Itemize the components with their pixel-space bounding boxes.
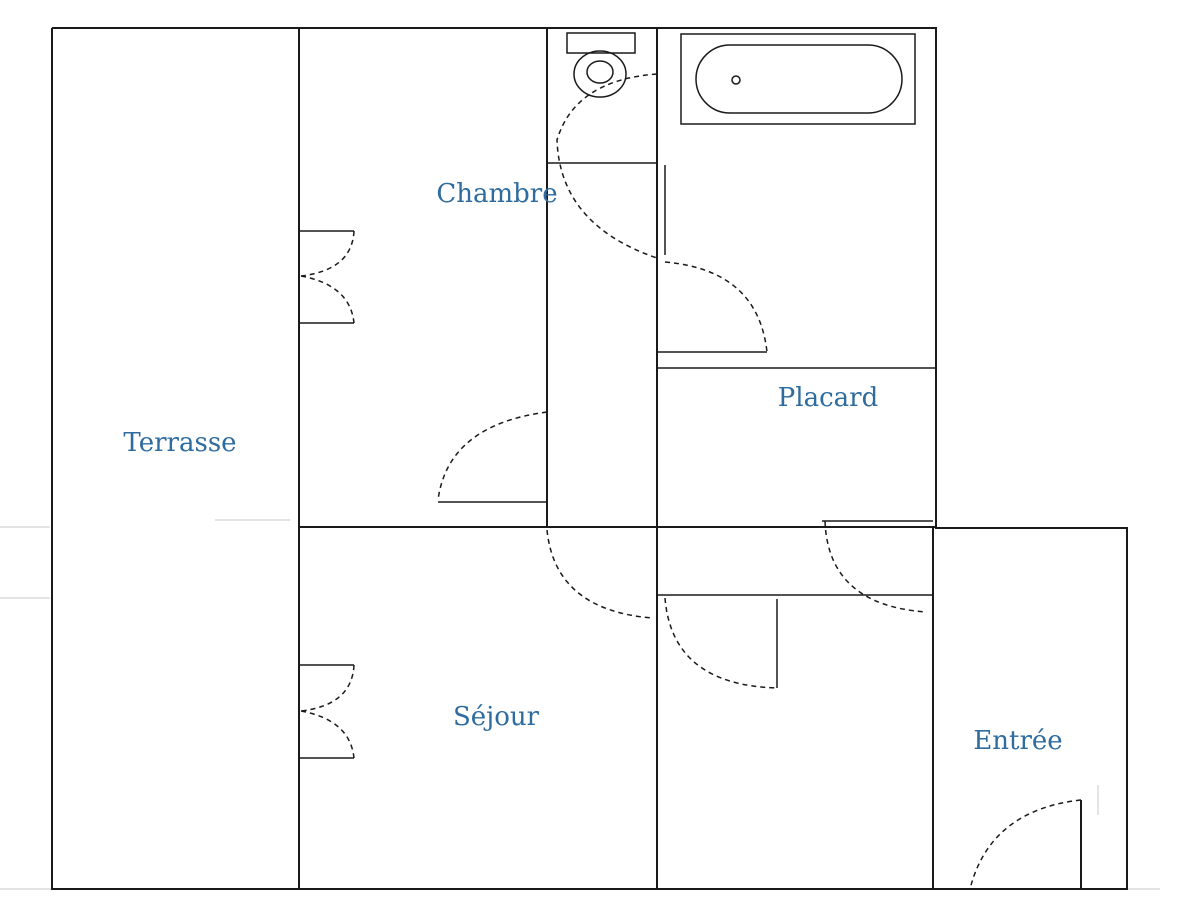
room-label-placard: Placard [778, 383, 878, 413]
doors [299, 73, 1082, 890]
room-label-chambre: Chambre [436, 179, 557, 209]
room-labels: Terrasse Chambre Placard Séjour Entrée [123, 179, 1062, 756]
room-label-sejour: Séjour [453, 702, 540, 732]
bathtub [680, 33, 916, 125]
scan-artifacts [0, 519, 1160, 890]
interior-walls [298, 28, 936, 889]
outer-walls [51, 27, 1128, 890]
toilet [566, 32, 636, 98]
room-label-entree: Entrée [973, 726, 1062, 756]
room-label-terrasse: Terrasse [123, 428, 236, 458]
